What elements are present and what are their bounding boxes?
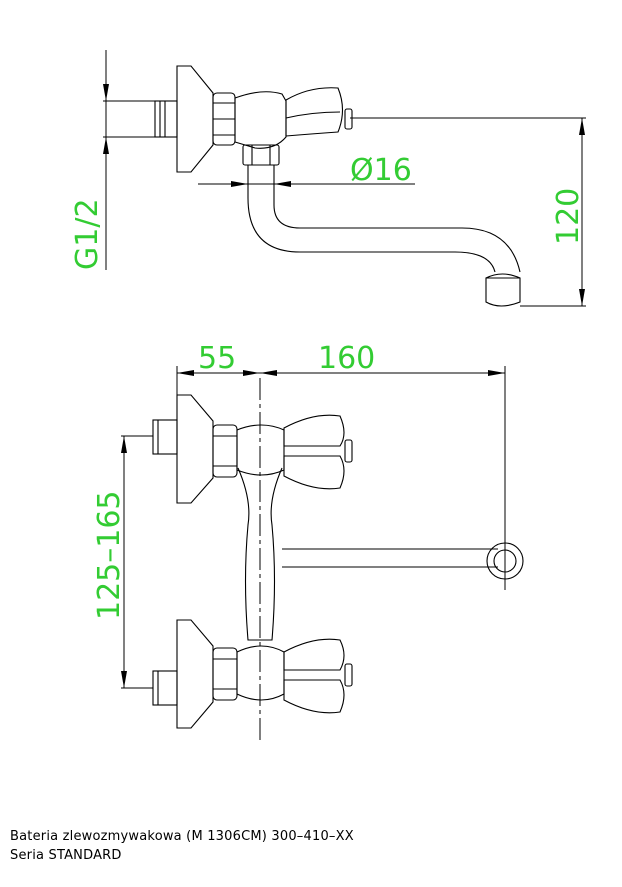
dimension-spacing-label: 125–165 [92,490,127,620]
dimension-d16: Ø16 [198,153,415,188]
dimension-w55: 55 [177,341,260,376]
side-handle-icon [285,87,344,137]
dimension-w160-label: 160 [318,341,375,376]
caption-title: Bateria zlewozmywakowa (M 1306CM) 300–41… [10,829,354,844]
front-bottom-connector [121,619,353,729]
side-spout-nut [242,144,280,166]
dimension-d16-label: Ø16 [350,153,412,188]
side-view [103,65,586,307]
dimension-w160: 160 [260,341,505,376]
front-top-connector [121,394,353,504]
side-rosette [176,65,214,173]
side-valve-body [234,91,287,149]
front-top-handle-icon [283,414,345,447]
dimension-g12-label: G1/2 [70,198,105,270]
caption-series: Seria STANDARD [10,848,122,863]
front-bottom-handle-icon [283,638,345,671]
dimension-h120-label: 120 [551,188,586,245]
front-view [121,366,524,740]
side-body-nut [212,92,236,146]
dimension-g12: G1/2 [70,50,109,270]
dimension-h120: 120 [551,118,586,306]
side-spout [247,165,521,307]
side-wall-connector [103,100,178,138]
dimension-spacing: 125–165 [92,436,127,688]
front-body [237,467,283,641]
front-spout [282,542,524,580]
dimension-w55-label: 55 [198,341,236,376]
